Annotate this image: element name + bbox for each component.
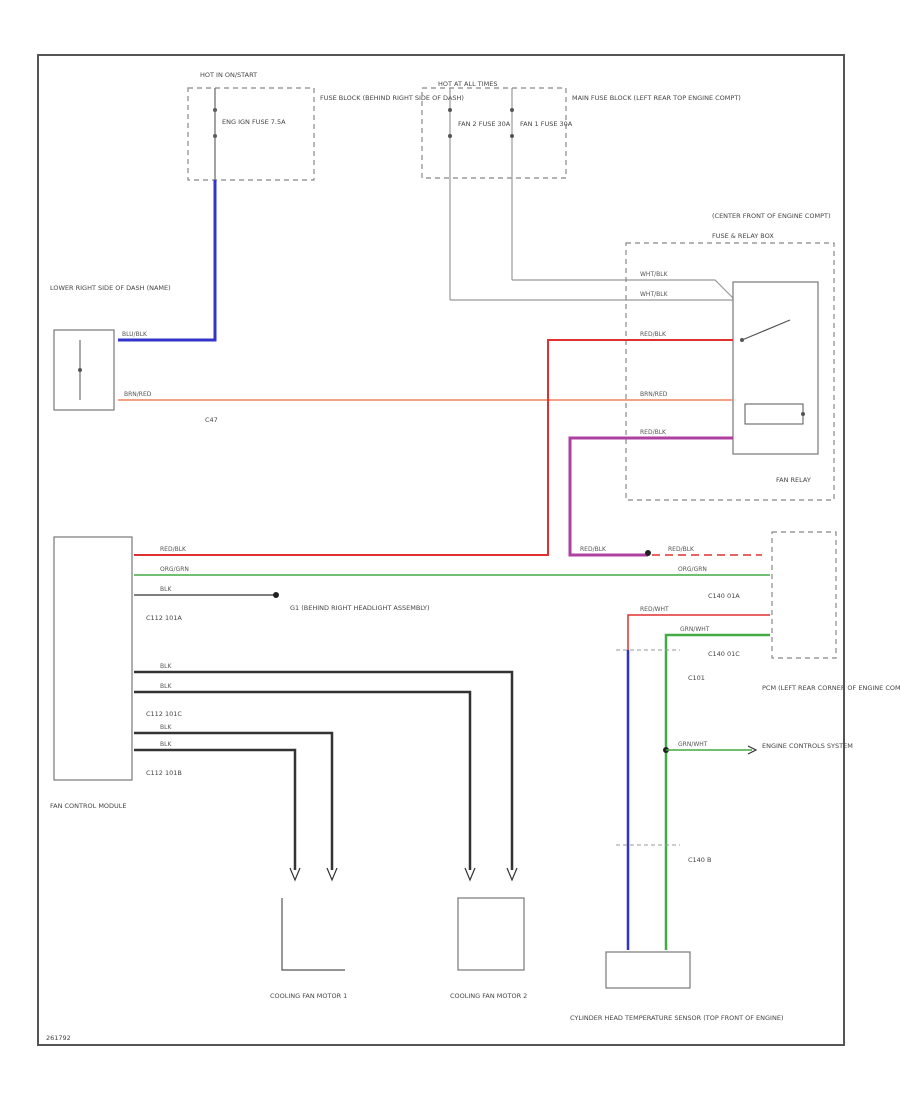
eng-ign-fuse-label: ENG IGN FUSE 7.5A [222, 118, 286, 126]
blk-label-4: BLK [160, 741, 172, 748]
main-fuse-block: HOT AT ALL TIMES MAIN FUSE BLOCK (LEFT R… [421, 80, 741, 300]
c112-101b-label: C112 101B [146, 769, 182, 777]
blu-blk-wire [118, 180, 217, 342]
org-grn-label-1: ORG/GRN [160, 566, 189, 573]
fuse-block-label: FUSE BLOCK (BEHIND RIGHT SIDE OF DASH) [320, 94, 464, 102]
red-blk-label-3: RED/BLK [640, 429, 667, 436]
lower-right-dash: LOWER RIGHT SIDE OF DASH (NAME) [50, 284, 171, 411]
lower-right-dash-label: LOWER RIGHT SIDE OF DASH (NAME) [50, 284, 171, 292]
diagram-frame [37, 54, 845, 1046]
blk-wire-motor2-a [134, 670, 514, 870]
magenta-wire [568, 436, 733, 557]
brn-red-label-2: BRN/RED [640, 391, 668, 398]
fuse-block-dash: HOT IN ON/START FUSE BLOCK (BEHIND RIGHT… [187, 71, 464, 181]
blk-label-ground: BLK [160, 586, 172, 593]
blk-label-2: BLK [160, 683, 172, 690]
fuse-relay-box: (CENTER FRONT OF ENGINE COMPT) FUSE & RE… [625, 212, 835, 501]
cooling-fan-motor-1: COOLING FAN MOTOR 1 [270, 898, 347, 1000]
cooling-fan-motor-1-label: COOLING FAN MOTOR 1 [270, 992, 347, 1000]
main-fuse-block-label: MAIN FUSE BLOCK (LEFT REAR TOP ENGINE CO… [572, 94, 741, 102]
red-blk-label-module: RED/BLK [160, 546, 187, 553]
c140-01c-label: C140 01C [708, 650, 740, 658]
red-blk-label-relay: RED/BLK [640, 331, 667, 338]
hot-at-all-times-label: HOT AT ALL TIMES [438, 80, 498, 88]
fan-control-module-label: FAN CONTROL MODULE [50, 802, 127, 810]
cooling-fan-motor-2-label: COOLING FAN MOTOR 2 [450, 992, 527, 1000]
red-blk-label-5: RED/BLK [668, 546, 695, 553]
fan-relay-label: FAN RELAY [776, 476, 811, 484]
diagram-id: 261792 [46, 1034, 71, 1042]
pcm-label: PCM (LEFT REAR CORNER OF ENGINE COMPT) [762, 684, 900, 692]
blk-wire-motor1-b [134, 748, 297, 870]
hot-in-start-label: HOT IN ON/START [200, 71, 257, 79]
blk-label-3: BLK [160, 724, 172, 731]
c47-label: C47 [205, 416, 218, 424]
red-blk-wire [134, 339, 733, 556]
cooling-fan-motor-2: COOLING FAN MOTOR 2 [450, 897, 527, 1000]
pcm: PCM (LEFT REAR CORNER OF ENGINE COMPT) C… [708, 531, 900, 692]
cht-sensor: CYLINDER HEAD TEMPERATURE SENSOR (TOP FR… [570, 951, 783, 1022]
blu-blk-wire-label: BLU/BLK [122, 331, 148, 338]
center-front-label: (CENTER FRONT OF ENGINE COMPT) [712, 212, 831, 220]
red-wht-wire [627, 614, 770, 950]
fan-control-module: FAN CONTROL MODULE C112 101C C112 101B [50, 536, 182, 810]
fan-connectors [289, 867, 518, 882]
grn-wht-wire [664, 633, 770, 950]
fan2-fuse-label: FAN 2 FUSE 30A [458, 120, 511, 128]
wht-blk-label-2: WHT/BLK [640, 291, 669, 298]
c140-b-label: C140 B [688, 856, 711, 864]
c112-101c-label: C112 101C [146, 710, 182, 718]
ground-label: G1 (BEHIND RIGHT HEADLIGHT ASSEMBLY) [290, 604, 430, 612]
grn-wht-label-2: GRN/WHT [678, 741, 708, 748]
c101-label: C101 [688, 674, 705, 682]
org-grn-label-2: ORG/GRN [678, 566, 707, 573]
brn-red-label-1: BRN/RED [124, 391, 152, 398]
grn-wht-label: GRN/WHT [680, 626, 710, 633]
blk-wire-motor2-b [134, 690, 472, 870]
red-wht-label: RED/WHT [640, 606, 669, 613]
engine-control-label: ENGINE CONTROLS SYSTEM [762, 742, 853, 750]
blk-label-1: BLK [160, 663, 172, 670]
fan1-fuse-label: FAN 1 FUSE 30A [520, 120, 573, 128]
wht-blk-wire-1 [512, 279, 736, 301]
c140-01a-label: C140 01A [708, 592, 740, 600]
blk-wire-motor1-a [134, 731, 334, 870]
wht-blk-label-1: WHT/BLK [640, 271, 669, 278]
red-blk-label-4: RED/BLK [580, 546, 607, 553]
fuse-relay-box-label: FUSE & RELAY BOX [712, 232, 774, 240]
cht-sensor-label: CYLINDER HEAD TEMPERATURE SENSOR (TOP FR… [570, 1014, 783, 1022]
c112-101a-label: C112 101A [146, 614, 182, 622]
